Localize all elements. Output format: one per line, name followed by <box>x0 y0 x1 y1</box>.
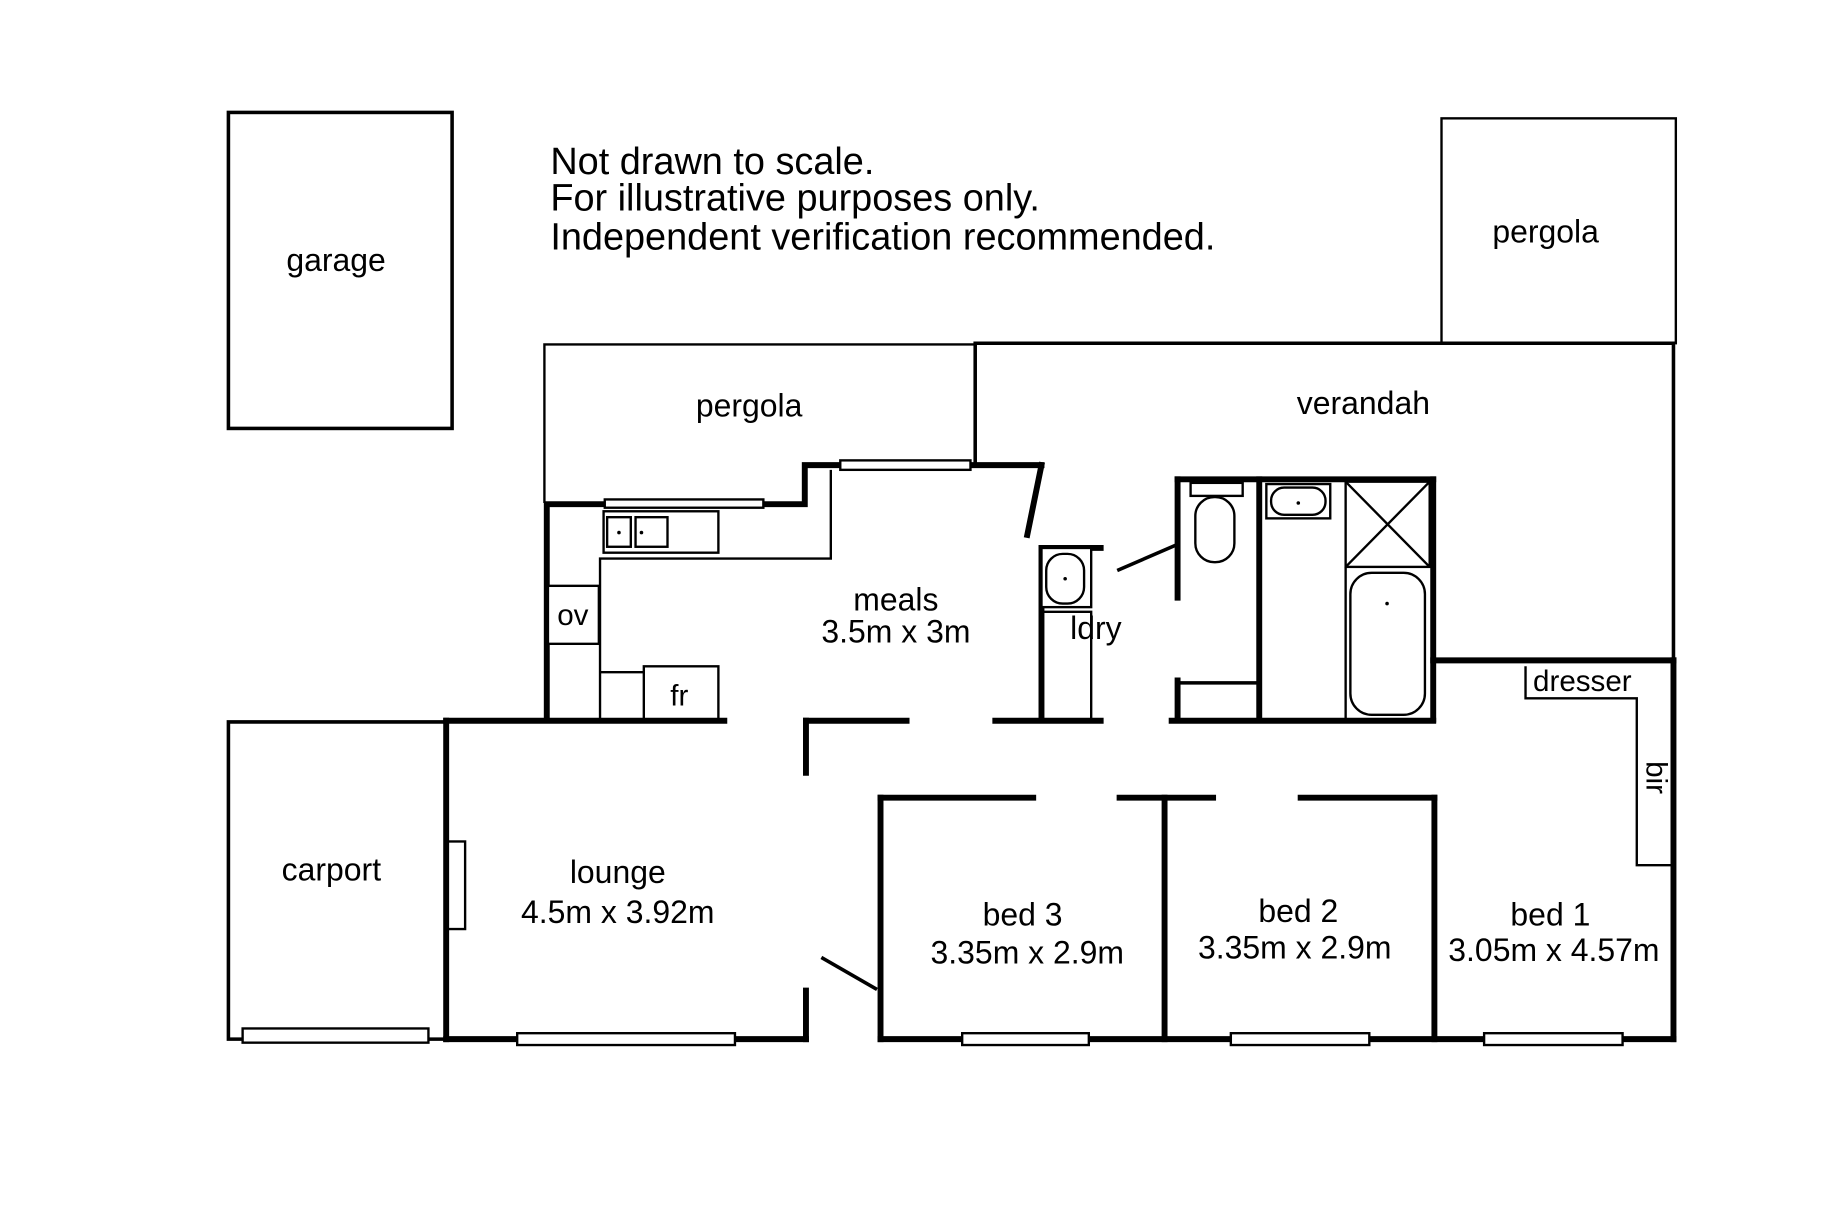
bed2-name-label: bed 2 <box>1258 893 1338 929</box>
kitchen-bench <box>598 469 833 720</box>
lounge-door-swing <box>820 955 878 991</box>
dresser-bir-outline <box>1524 666 1672 867</box>
bedroom-walls <box>877 657 1677 1043</box>
garage-block: garage <box>226 110 454 431</box>
bed1-window <box>1482 1032 1624 1047</box>
sink-drain-right <box>639 530 644 535</box>
lounge-window <box>516 1032 737 1047</box>
bed1-size-label: 3.05m x 4.57m <box>1448 932 1659 968</box>
oven-box <box>546 584 601 646</box>
lounge-name-label: lounge <box>570 854 666 890</box>
hallway-walls <box>443 657 1677 776</box>
pergola-center-outline <box>543 343 977 503</box>
meals-name-label: meals <box>853 582 938 618</box>
shower-cross-2 <box>1344 480 1431 568</box>
note-line-3: Independent verification recommended. <box>550 217 1215 259</box>
dresser-label: dresser <box>1533 665 1632 698</box>
fridge-box <box>642 665 720 721</box>
bed3-size-label: 3.35m x 2.9m <box>931 934 1124 970</box>
pergola-center-label: pergola <box>696 388 803 424</box>
kitchen-window <box>603 498 765 509</box>
laundry-drain <box>1063 576 1067 581</box>
sink-drain-left <box>617 530 621 535</box>
disclaimer-notes: Not drawn to scale. For illustrative pur… <box>550 141 1215 259</box>
bed2-size-label: 3.35m x 2.9m <box>1198 930 1391 966</box>
bed3-name-label: bed 3 <box>983 896 1063 932</box>
verandah-label: verandah <box>1297 385 1430 421</box>
bed1-name-label: bed 1 <box>1510 896 1590 932</box>
bed3-window <box>961 1032 1091 1047</box>
bed2-window <box>1229 1032 1371 1047</box>
carport-label: carport <box>282 852 382 888</box>
bed2-block: bed 2 3.35m x 2.9m <box>1198 893 1391 1047</box>
toilet-door-swing <box>1116 542 1179 573</box>
pergola-center-block: pergola <box>543 343 977 503</box>
toilet-bowl <box>1194 495 1236 564</box>
verandah-outline <box>973 341 1676 661</box>
bath-drain <box>1385 601 1389 606</box>
laundry-area: ldry <box>1038 545 1122 723</box>
oven-label: ov <box>557 599 588 632</box>
pergola-top-right-block: pergola <box>1440 117 1678 345</box>
laundry-label: ldry <box>1070 610 1121 646</box>
toilet-cistern <box>1189 481 1244 498</box>
meals-window <box>839 459 972 472</box>
bed1-block: dresser bir bed 1 3.05m x 4.57m <box>1448 665 1672 1047</box>
garage-outline <box>226 110 454 431</box>
kitchen-meals-area: ov fr meals 3.5m x 3m <box>543 459 1045 723</box>
vanity-drain <box>1296 501 1301 505</box>
bathroom-area <box>1116 476 1437 723</box>
lounge-block: lounge 4.5m x 3.92m <box>443 717 878 1047</box>
note-line-1: Not drawn to scale. <box>550 141 874 183</box>
meals-size-label: 3.5m x 3m <box>821 614 970 650</box>
carport-block: carport <box>226 720 467 1044</box>
bathtub <box>1349 571 1427 717</box>
fridge-label: fr <box>670 679 688 712</box>
laundry-bench <box>1041 610 1093 720</box>
bed3-block: bed 3 3.35m x 2.9m <box>931 896 1124 1047</box>
pergola-top-right-label: pergola <box>1492 214 1599 250</box>
lounge-size-label: 4.5m x 3.92m <box>521 894 714 930</box>
verandah-block: verandah <box>973 341 1676 661</box>
carport-window <box>241 1027 430 1044</box>
bir-label: bir <box>1639 761 1672 794</box>
meals-door-swing <box>1023 461 1045 539</box>
note-line-2: For illustrative purposes only. <box>550 178 1040 220</box>
garage-label: garage <box>286 242 385 278</box>
